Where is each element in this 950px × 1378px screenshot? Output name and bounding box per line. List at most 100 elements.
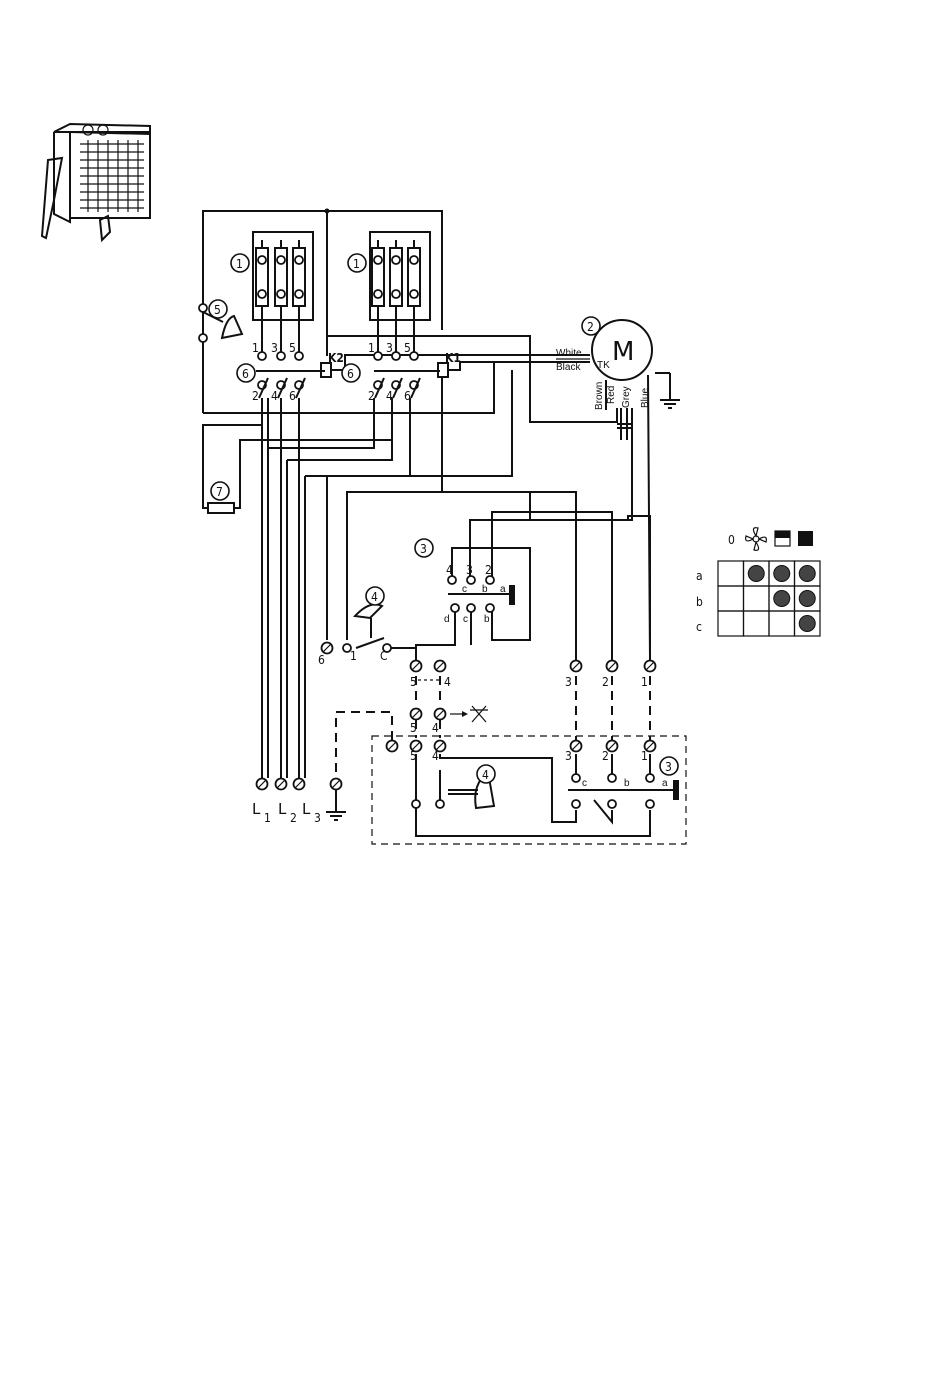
contact-number-top: 5 — [404, 341, 411, 355]
switch-top-4: 4 — [446, 563, 453, 577]
tb-upper-5: 5 — [410, 675, 417, 689]
terminal-point — [572, 774, 580, 782]
tb-upper-3: 3 — [565, 675, 572, 689]
motor-wire-blue: Blue — [640, 388, 651, 408]
table-cell — [718, 611, 744, 636]
supply-l2-index: 2 — [290, 811, 297, 825]
terminal-point — [608, 774, 616, 782]
contact-number-bottom: 6 — [289, 389, 296, 403]
motor: M TK White Black Brown Red Grey Blue — [556, 320, 652, 660]
terminal-point — [436, 800, 444, 808]
table-header-off: 0 — [728, 533, 735, 547]
motor-symbol: M — [612, 337, 634, 367]
overheat-cutout-icon — [222, 316, 242, 338]
table-dot — [774, 591, 790, 607]
switch-contact-c: c — [462, 584, 467, 595]
terminal-point — [486, 576, 494, 584]
heater-unit-illustration — [42, 124, 150, 240]
thermo-terminal-c: C — [380, 649, 388, 663]
callout-3-remote: 3 — [665, 760, 672, 774]
callout-3: 3 — [420, 542, 427, 556]
table-dot — [799, 566, 815, 582]
contact-number-top: 1 — [368, 341, 375, 355]
terminal-point — [572, 800, 580, 808]
thermo-terminal-6: 6 — [318, 653, 325, 667]
contact-top — [374, 352, 382, 360]
tb-mid-4: 4 — [432, 721, 439, 735]
contact-number-top: 3 — [386, 341, 393, 355]
contact-top — [410, 352, 418, 360]
contact-top — [258, 352, 266, 360]
supply-l1-index: 1 — [264, 811, 271, 825]
callout-5: 5 — [214, 303, 221, 317]
callout-6a: 6 — [242, 367, 249, 381]
contact-number-bottom: 2 — [252, 389, 259, 403]
terminal-point — [448, 576, 456, 584]
table-cell — [744, 611, 770, 636]
motor-wire-brown: Brown — [594, 382, 605, 410]
contact-top — [277, 352, 285, 360]
contact-number-bottom: 4 — [386, 389, 393, 403]
contact-top — [295, 352, 303, 360]
motor-wire-black: Black — [556, 362, 581, 373]
table-cell — [744, 586, 770, 611]
tb-remote-1: 1 — [641, 749, 648, 763]
supply-l1-letter: L — [252, 800, 261, 818]
terminal-point — [646, 800, 654, 808]
terminal-point — [608, 800, 616, 808]
switch-position-table: 0 a b c — [696, 528, 820, 636]
contact-top — [392, 352, 400, 360]
callout-6b: 6 — [347, 367, 354, 381]
motor-wire-grey: Grey — [621, 386, 632, 408]
callout-4: 4 — [371, 590, 378, 604]
table-row-a: a — [696, 569, 703, 583]
motor-wire-red: Red — [606, 386, 617, 404]
supply-l3-letter: L — [302, 800, 311, 818]
contact-number-top: 5 — [289, 341, 296, 355]
terminal-point — [412, 800, 420, 808]
contact-number-bottom: 6 — [404, 389, 411, 403]
remote-contact-b: b — [624, 778, 630, 789]
switch-contact-b: b — [482, 584, 488, 595]
remote-contact-a: a — [662, 778, 668, 789]
switch-top-3: 3 — [466, 563, 473, 577]
contact-number-top: 3 — [271, 341, 278, 355]
thermo-terminal-1: 1 — [350, 649, 357, 663]
full-heat-icon — [798, 531, 813, 546]
table-cell — [769, 611, 795, 636]
callout-1b: 1 — [353, 257, 360, 271]
switch-lower-d: d — [444, 614, 450, 625]
ground-icon — [326, 790, 346, 820]
table-dot — [799, 616, 815, 632]
contact-number-bottom: 4 — [271, 389, 278, 403]
terminal-point — [486, 604, 494, 612]
callout-2: 2 — [587, 320, 594, 334]
terminal-point — [467, 576, 475, 584]
terminals — [257, 576, 656, 808]
callouts: 1 1 2 3 3 4 4 5 6 6 7 — [209, 254, 678, 783]
callout-4-remote: 4 — [482, 768, 489, 782]
half-heat-icon — [775, 531, 790, 546]
switch-contact-a: a — [500, 584, 506, 595]
callout-7: 7 — [216, 485, 223, 499]
fan-icon — [746, 528, 767, 551]
table-cell — [718, 586, 744, 611]
tb-upper-4: 4 — [444, 675, 451, 689]
motor-wire-white: White — [556, 348, 582, 359]
terminal-point — [451, 604, 459, 612]
table-row-c: c — [696, 620, 702, 634]
terminal-point — [646, 774, 654, 782]
supply-l3-index: 3 — [314, 811, 321, 825]
switch-lower-b: b — [484, 614, 490, 625]
contact-number-bottom: 2 — [368, 389, 375, 403]
tb-remote-2: 2 — [602, 749, 609, 763]
table-dot — [748, 566, 764, 582]
ground-icon — [655, 373, 680, 408]
tb-upper-1: 1 — [641, 675, 648, 689]
supply-l2-letter: L — [278, 800, 287, 818]
tb-upper-2: 2 — [602, 675, 609, 689]
terminal-point — [467, 604, 475, 612]
tb-remote-5: 5 — [410, 749, 417, 763]
remote-contact-c: c — [582, 778, 587, 789]
